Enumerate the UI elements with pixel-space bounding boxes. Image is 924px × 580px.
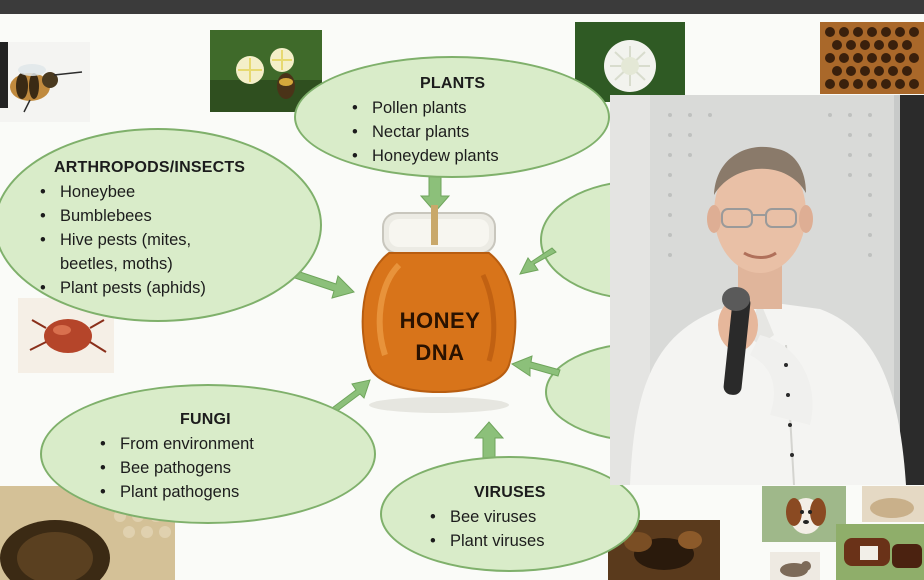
honey-jar [355,205,523,415]
arrow-viruses-to-honey [473,421,505,461]
cow-photo [836,524,924,580]
fungi-content: FUNGI From environment Bee pathogens Pla… [98,408,328,504]
dog-photo [762,486,846,542]
fungi-title: FUNGI [180,411,231,428]
arthropods-content: ARTHROPODS/INSECTS Honeybee Bumblebees H… [38,156,298,300]
bee-photo [0,42,90,122]
plants-item: Honeydew plants [350,144,570,168]
fungi-list: From environment Bee pathogens Plant pat… [98,432,328,504]
arthropods-item: Honeybee [38,180,298,204]
small-photo-right [862,486,924,522]
plants-content: PLANTS Pollen plants Nectar plants Honey… [350,72,570,168]
speaker-video [610,95,924,485]
arthropods-item: Hive pests (mites, [38,228,298,252]
honey-label-line1: HONEY [399,308,481,333]
fungi-item: From environment [98,432,328,456]
viruses-list: Bee viruses Plant viruses [428,505,608,553]
arthropods-title: ARTHROPODS/INSECTS [54,159,246,176]
fungi-item: Bee pathogens [98,456,328,480]
arthropods-item-continued: beetles, moths) [60,255,173,273]
bumblebee-flower-photo [210,30,322,112]
clover-photo [575,22,685,102]
honey-label-line2: DNA [415,340,465,365]
arrow-right-upper-to-honey [519,247,557,275]
arthropods-item: Plant pests (aphids) [38,276,298,300]
arrow-plants-to-honey [419,175,451,213]
arthropods-list: Honeybee Bumblebees Hive pests (mites, b… [38,180,298,300]
honeycomb-photo [820,22,924,94]
plants-item: Pollen plants [350,96,570,120]
arrow-arthropods-to-honey [291,269,355,299]
plants-title: PLANTS [420,75,486,92]
viruses-item: Bee viruses [428,505,608,529]
arrow-fungi-to-honey [331,379,371,413]
mouse-photo [770,552,820,580]
plants-list: Pollen plants Nectar plants Honeydew pla… [350,96,570,168]
video-top-bar [0,0,924,14]
arthropods-item: Bumblebees [38,204,298,228]
plants-item: Nectar plants [350,120,570,144]
viruses-item: Plant viruses [428,529,608,553]
viruses-title: VIRUSES [474,484,546,501]
viruses-content: VIRUSES Bee viruses Plant viruses [428,481,608,553]
fungi-item: Plant pathogens [98,480,328,504]
arrow-right-lower-to-honey [510,355,561,377]
